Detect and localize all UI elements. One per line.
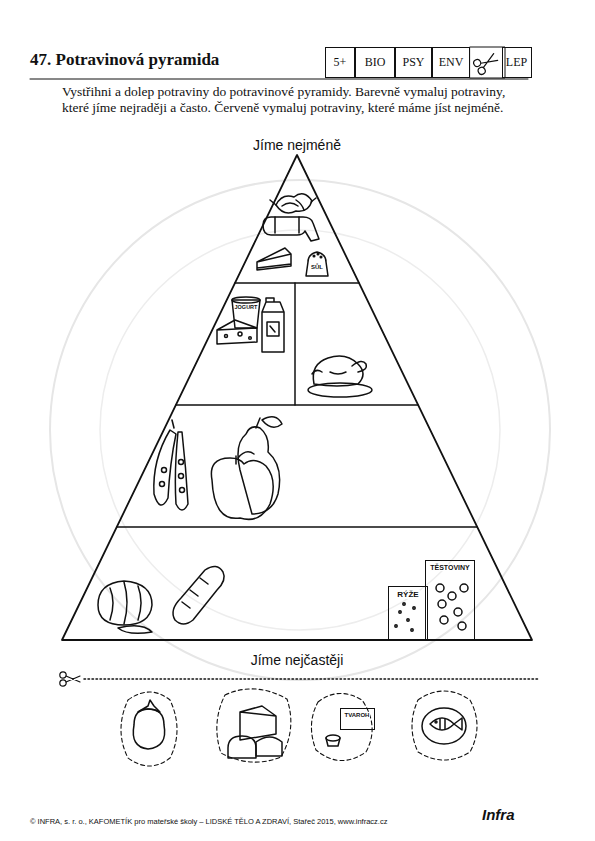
node-text: RÝŽE: [396, 590, 419, 599]
pyramid-bottom-label: Jíme nejčastěji: [197, 652, 397, 669]
subject-tag: BIO: [355, 47, 395, 78]
cottage-cheese-box: TVAROH: [340, 708, 375, 730]
node-text: 5+: [334, 55, 347, 70]
instructions: Vystřihni a dolep potraviny do potravino…: [62, 84, 532, 116]
pasta-box: TĚSTOVINY: [425, 560, 475, 640]
node-text: ENV: [439, 55, 464, 70]
age-tag: 5+: [325, 47, 355, 78]
node-text: TVAROH: [344, 712, 371, 718]
publisher-logo: Infra: [482, 806, 542, 824]
node-text: BIO: [365, 55, 386, 70]
salt-label: SŮL: [305, 264, 329, 271]
yogurt-label: JOGURT: [226, 304, 266, 311]
node-text: LEP: [506, 55, 527, 70]
worksheet-title: 47. Potravinová pyramida: [30, 50, 219, 70]
footer-copyright: © INFRA, s. r. o., KAFOMETÍK pro mateřsk…: [30, 817, 450, 826]
node-text: TĚSTOVINY: [429, 564, 471, 571]
subject-tag: LEP: [502, 47, 532, 78]
node-text: PSY: [402, 55, 424, 70]
subject-tag: PSY: [395, 47, 432, 78]
subject-tag: ENV: [432, 47, 470, 78]
pyramid-top-label: Jíme nejméně: [197, 137, 397, 154]
rice-bag: RÝŽE: [388, 586, 428, 640]
